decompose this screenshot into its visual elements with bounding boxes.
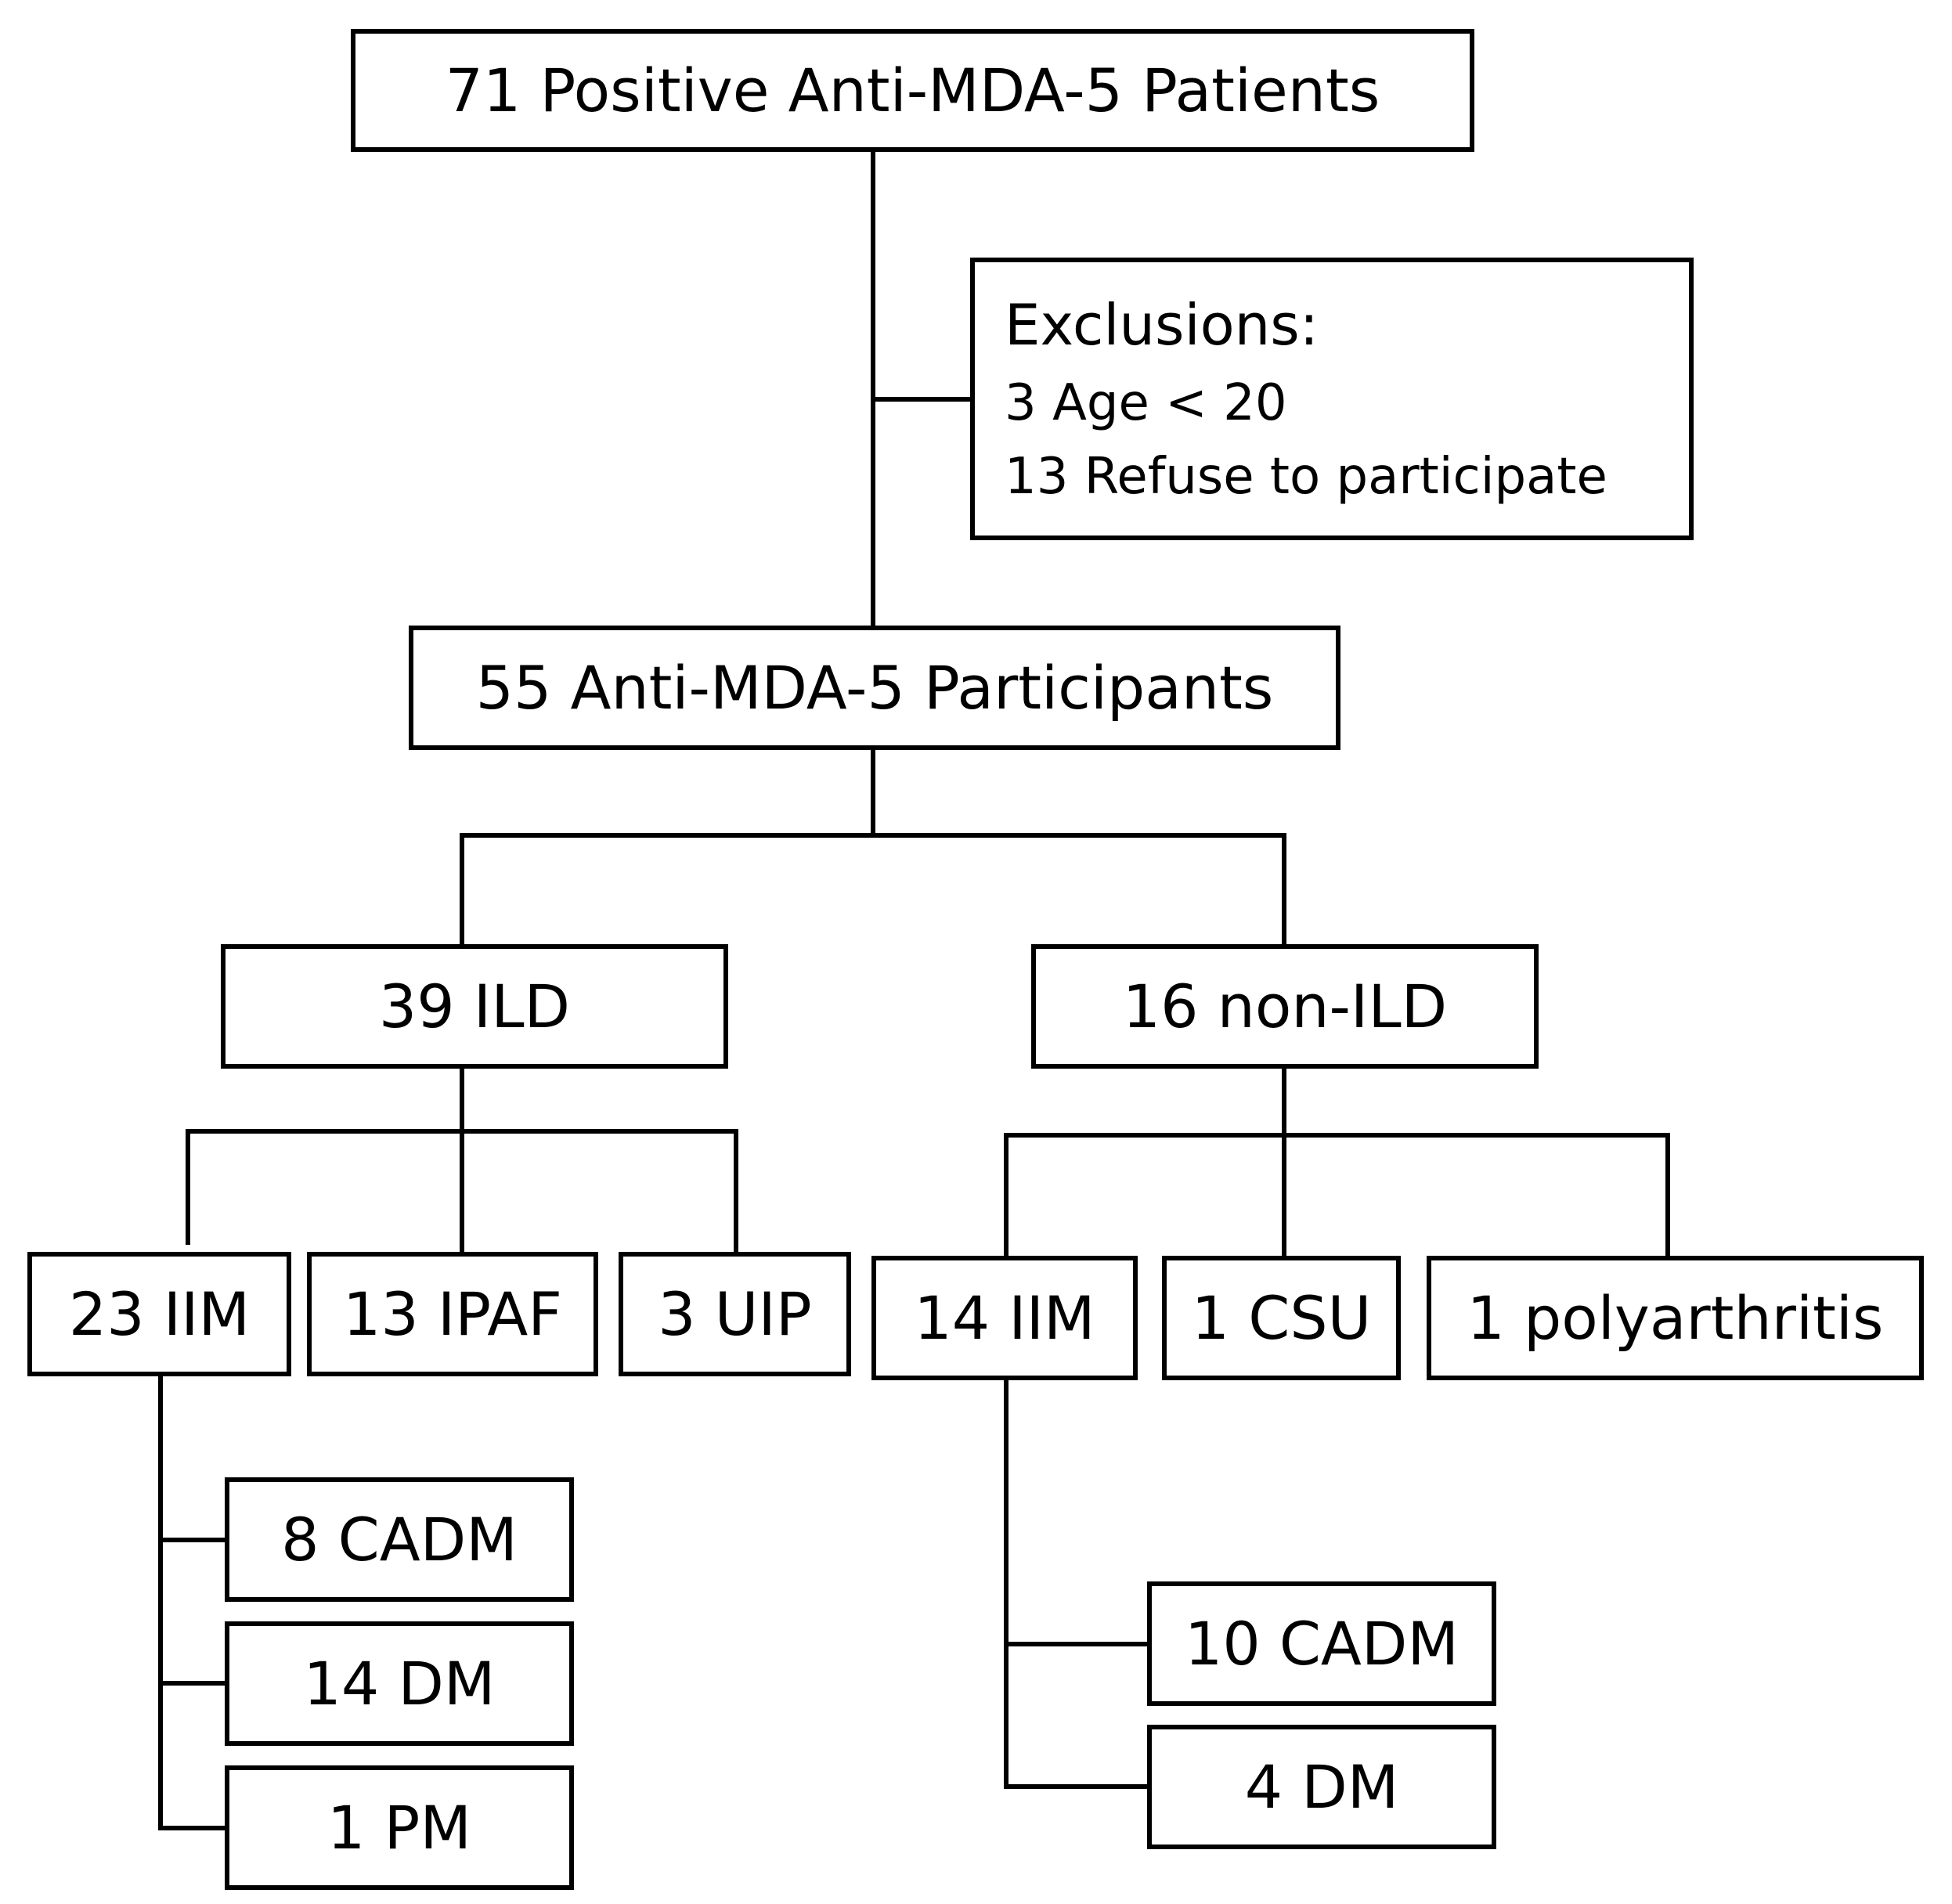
box-ild-dm: 14 DM: [225, 1621, 574, 1746]
box-non-ild-polyarthritis-label: 1 polyarthritis: [1467, 1282, 1884, 1353]
box-root: 71 Positive Anti-MDA-5 Patients: [351, 29, 1474, 152]
box-non-ild-label: 16 non-ILD: [1122, 971, 1448, 1041]
box-participants: 55 Anti-MDA-5 Participants: [409, 626, 1340, 750]
exclusions-title: Exclusions:: [1005, 291, 1319, 358]
box-non-ild-polyarthritis: 1 polyarthritis: [1427, 1256, 1924, 1380]
exclusions-item-age: 3 Age < 20: [1005, 373, 1287, 432]
exclusions-item-refuse: 13 Refuse to participate: [1005, 447, 1607, 506]
box-ild: 39 ILD: [221, 944, 728, 1069]
box-non-ild: 16 non-ILD: [1031, 944, 1539, 1069]
box-exclusions: Exclusions: 3 Age < 20 13 Refuse to part…: [970, 258, 1694, 540]
box-ild-dm-label: 14 DM: [303, 1648, 496, 1718]
box-non-ild-csu: 1 CSU: [1162, 1256, 1401, 1380]
box-participants-label: 55 Anti-MDA-5 Participants: [475, 652, 1274, 723]
box-ild-pm: 1 PM: [225, 1765, 574, 1890]
box-ild-ipaf: 13 IPAF: [307, 1252, 598, 1376]
box-ild-cadm: 8 CADM: [225, 1477, 574, 1602]
box-ild-ipaf-label: 13 IPAF: [343, 1278, 562, 1349]
box-non-ild-dm-label: 4 DM: [1244, 1751, 1399, 1822]
box-non-ild-iim: 14 IIM: [871, 1256, 1138, 1380]
box-root-label: 71 Positive Anti-MDA-5 Patients: [445, 55, 1380, 125]
box-non-ild-csu-label: 1 CSU: [1191, 1282, 1372, 1353]
box-ild-iim: 23 IIM: [27, 1252, 291, 1376]
box-ild-cadm-label: 8 CADM: [281, 1504, 518, 1574]
box-non-ild-cadm-label: 10 CADM: [1184, 1608, 1459, 1679]
box-ild-uip-label: 3 UIP: [658, 1278, 812, 1349]
box-ild-uip: 3 UIP: [619, 1252, 851, 1376]
box-ild-iim-label: 23 IIM: [68, 1278, 251, 1349]
box-non-ild-dm: 4 DM: [1147, 1725, 1496, 1849]
box-ild-label: 39 ILD: [378, 971, 571, 1041]
box-non-ild-iim-label: 14 IIM: [914, 1282, 1095, 1353]
box-non-ild-cadm: 10 CADM: [1147, 1581, 1496, 1706]
box-ild-pm-label: 1 PM: [327, 1792, 471, 1863]
